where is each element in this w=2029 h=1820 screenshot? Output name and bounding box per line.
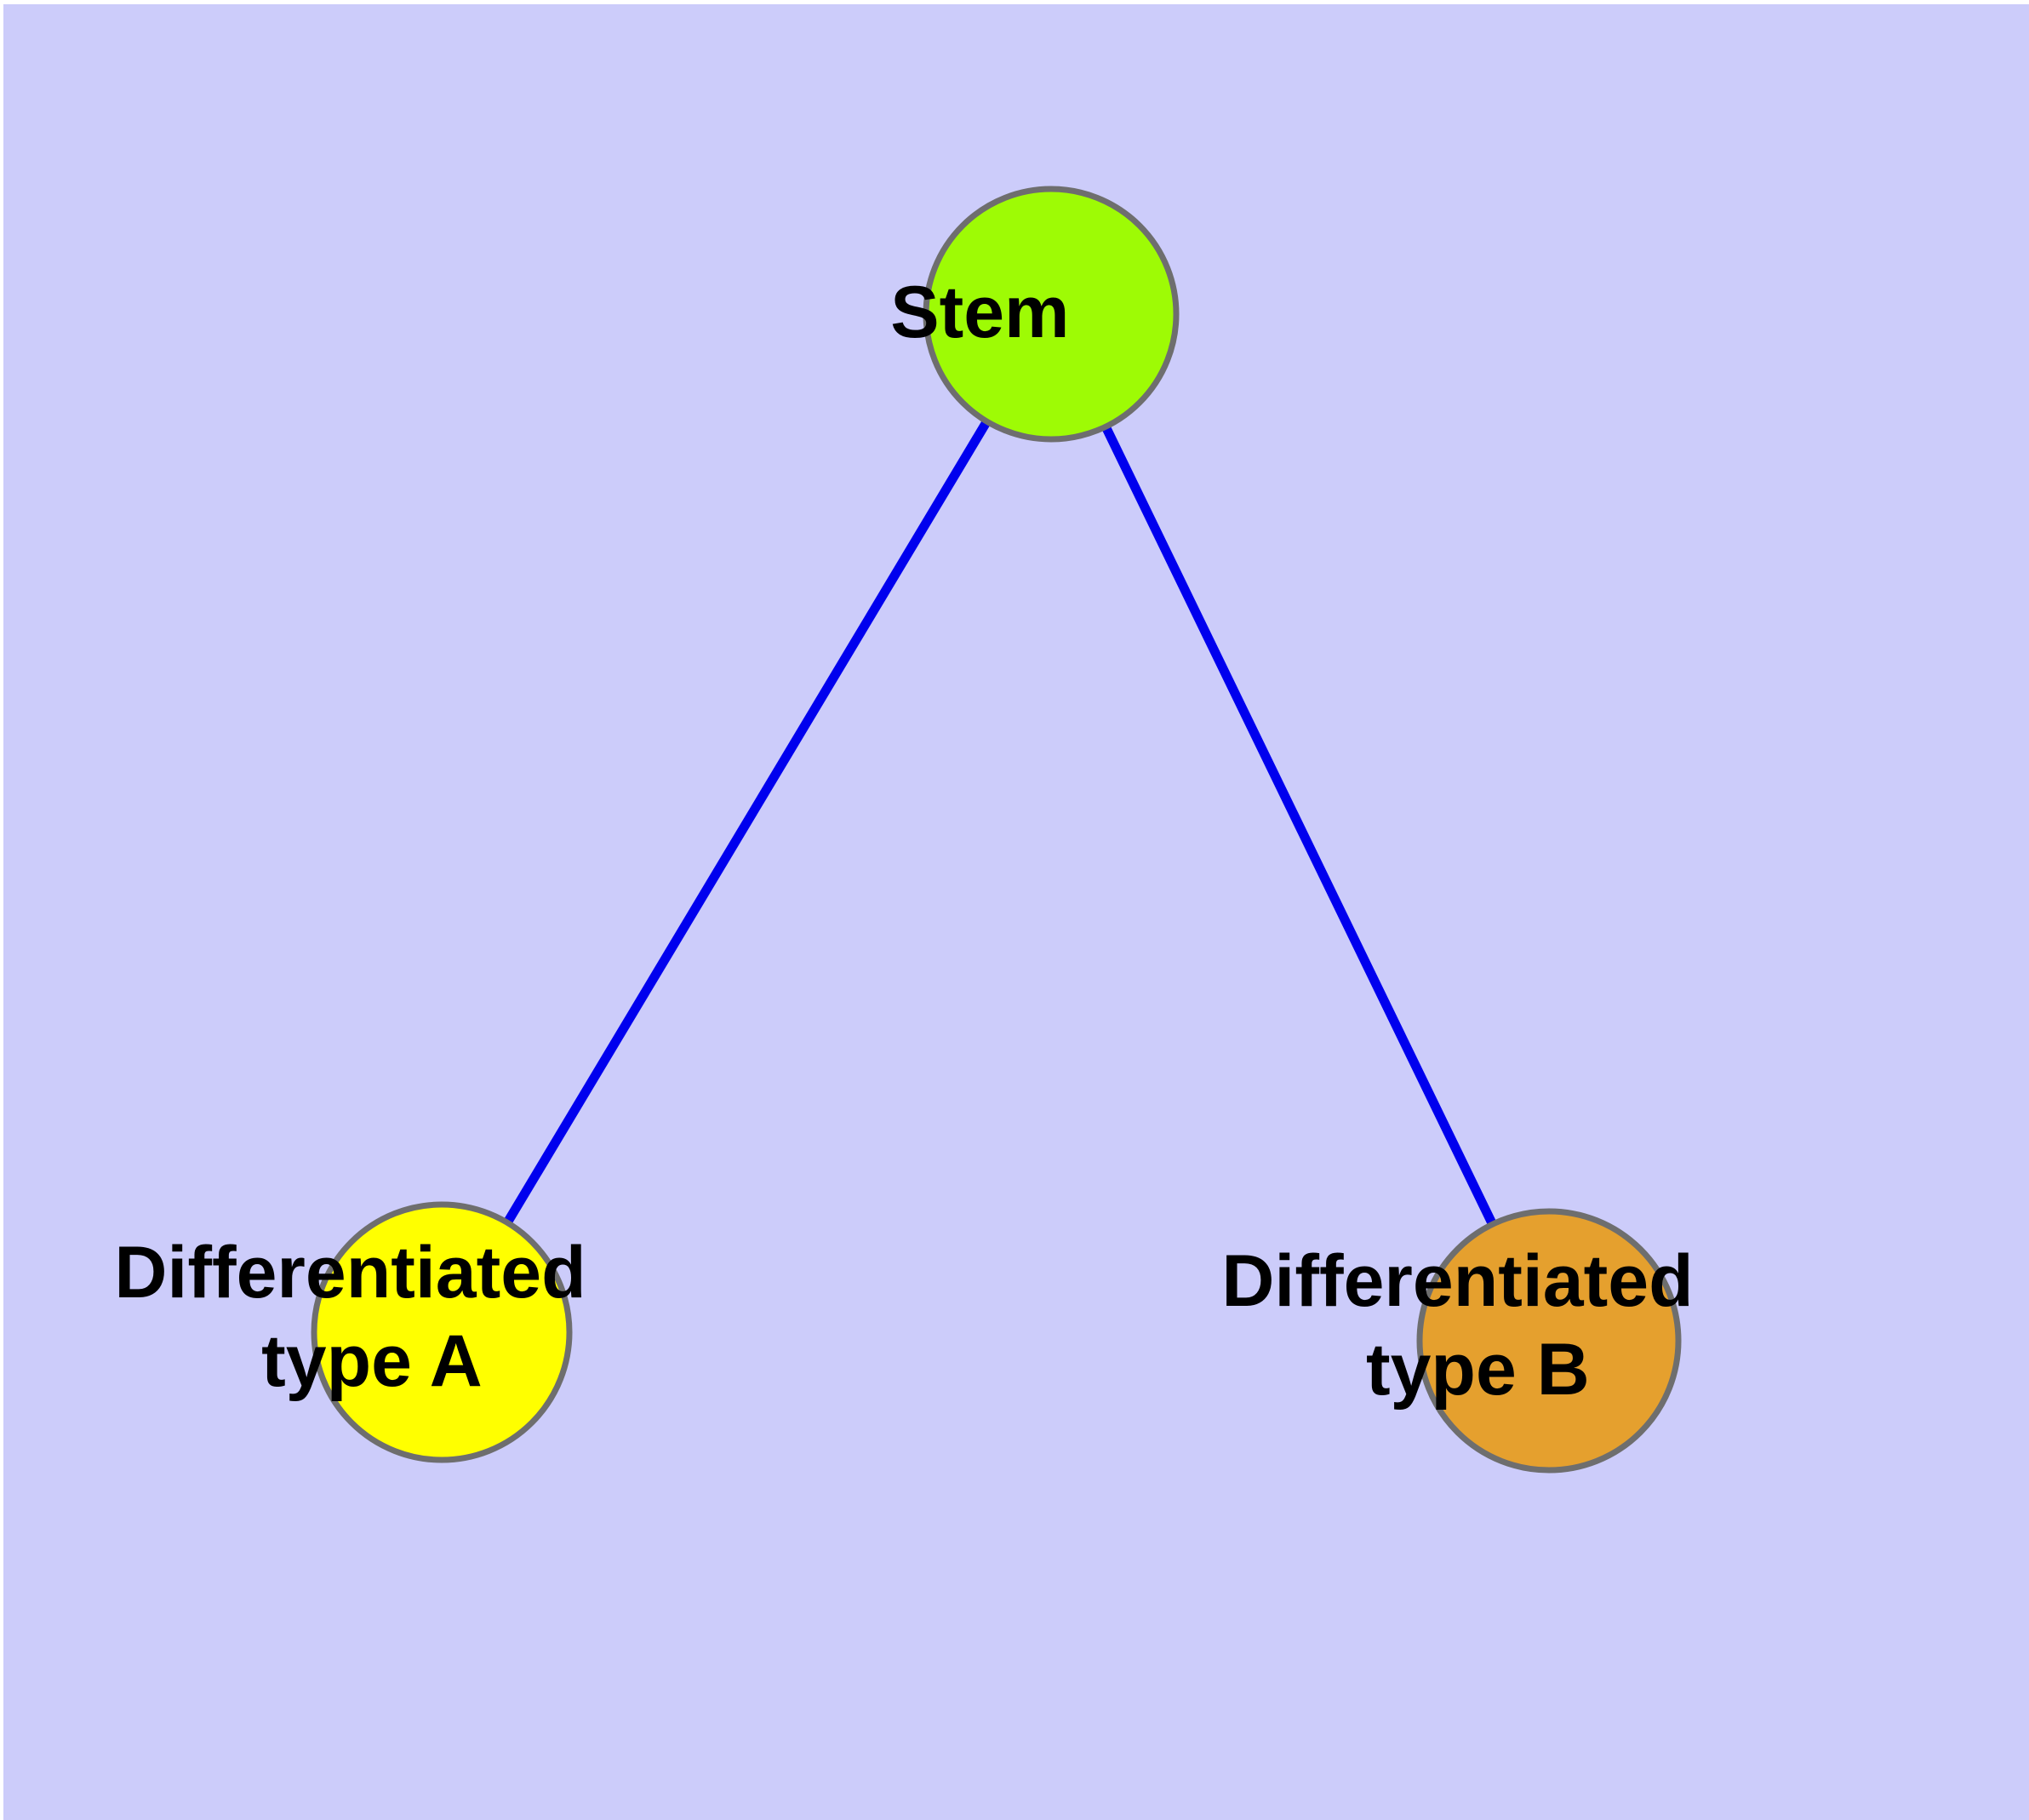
node-differentiated-type-a-label-line-2: type A <box>261 1320 481 1402</box>
edge-layer <box>437 312 1553 1343</box>
node-stem-circle[interactable] <box>923 186 1180 443</box>
node-differentiated-type-a-label: Differentiated type A <box>114 0 769 1402</box>
edge-stem-to-differentiated-type-b[interactable] <box>1047 312 1553 1343</box>
node-stem-label: Stem <box>890 0 1212 353</box>
node-differentiated-type-b-label: Differentiated type B <box>1221 0 1876 1411</box>
node-stem[interactable]: Stem <box>890 0 1212 443</box>
node-differentiated-type-b[interactable]: Differentiated type B <box>1221 0 1876 1474</box>
edge-stem-to-differentiated-type-a[interactable] <box>437 312 1055 1335</box>
node-differentiated-type-b-label-line-2: type B <box>1366 1329 1590 1411</box>
node-differentiated-type-b-label-line-1: Differentiated <box>1221 1240 1693 1322</box>
node-stem-label-line-1: Stem <box>890 272 1069 353</box>
node-differentiated-type-a-circle[interactable] <box>311 1201 573 1463</box>
node-differentiated-type-b-circle[interactable] <box>1416 1208 1682 1474</box>
node-layer: Stem Differentiated type A Differentiate… <box>114 0 1876 1474</box>
node-differentiated-type-a[interactable]: Differentiated type A <box>114 0 769 1463</box>
node-differentiated-type-a-label-line-1: Differentiated <box>114 1232 586 1313</box>
